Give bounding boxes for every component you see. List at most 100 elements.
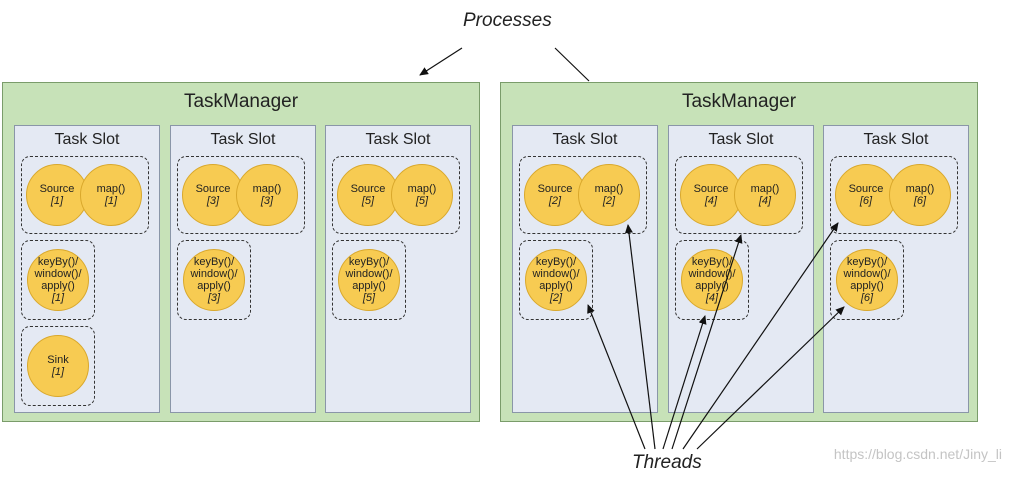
- task-slot-title: Task Slot: [365, 131, 431, 148]
- keyby-window-apply-operator-text-1: window()/: [34, 267, 82, 280]
- source-operator: Source[5]: [337, 164, 399, 226]
- source-map-chain: Source[6]map()[6]: [830, 156, 958, 234]
- keyby-window-apply-operator: keyBy()/window()/apply()[2]: [525, 249, 587, 311]
- keyby-window-apply-operator-index: [6]: [860, 292, 874, 305]
- map-operator-index: [1]: [104, 195, 118, 207]
- keyby-window-apply-group: keyBy()/window()/apply()[6]: [830, 240, 904, 320]
- threads-arrow-map-2: [624, 224, 656, 450]
- source-operator: Source[4]: [680, 164, 742, 226]
- map-operator-index: [5]: [415, 195, 429, 207]
- task-slot-title: Task Slot: [54, 131, 120, 148]
- keyby-window-apply-operator-text-2: apply(): [352, 280, 386, 292]
- keyby-window-apply-group: keyBy()/window()/apply()[1]: [21, 240, 95, 320]
- source-map-chain: Source[2]map()[2]: [519, 156, 647, 234]
- taskmanager-title: TaskManager: [681, 91, 797, 112]
- map-operator: map()[3]: [236, 164, 298, 226]
- threads-arrow-keyby-6: [696, 306, 845, 450]
- keyby-window-apply-operator-index: [5]: [362, 292, 376, 305]
- sink-operator-index: [1]: [51, 366, 65, 378]
- keyby-window-apply-operator: keyBy()/window()/apply()[5]: [338, 249, 400, 311]
- source-operator-index: [1]: [50, 195, 64, 207]
- processes-label: Processes: [463, 10, 552, 31]
- keyby-window-apply-operator-text-0: keyBy()/: [348, 255, 390, 268]
- keyby-window-apply-operator: keyBy()/window()/apply()[3]: [183, 249, 245, 311]
- map-operator-index: [4]: [758, 195, 772, 207]
- source-map-chain: Source[4]map()[4]: [675, 156, 803, 234]
- keyby-window-apply-operator-text-2: apply(): [41, 280, 75, 292]
- keyby-window-apply-operator-text-0: keyBy()/: [846, 255, 888, 268]
- keyby-window-apply-operator-text-2: apply(): [539, 280, 573, 292]
- map-operator-text-0: map(): [407, 182, 437, 195]
- task-slot-title: Task Slot: [210, 131, 276, 148]
- watermark: https://blog.csdn.net/Jiny_li: [833, 446, 1002, 462]
- source-operator-index: [6]: [859, 195, 873, 207]
- keyby-window-apply-operator-text-0: keyBy()/: [691, 255, 733, 268]
- keyby-window-apply-operator-text-0: keyBy()/: [535, 255, 577, 268]
- source-operator-text-0: Source: [195, 182, 231, 195]
- map-operator: map()[5]: [391, 164, 453, 226]
- map-operator: map()[6]: [889, 164, 951, 226]
- source-operator: Source[3]: [182, 164, 244, 226]
- keyby-window-apply-group: keyBy()/window()/apply()[2]: [519, 240, 593, 320]
- keyby-window-apply-operator-text-1: window()/: [532, 267, 580, 280]
- map-operator: map()[1]: [80, 164, 142, 226]
- keyby-window-apply-operator: keyBy()/window()/apply()[1]: [27, 249, 89, 311]
- sink-operator: Sink[1]: [27, 335, 89, 397]
- map-operator-text-0: map(): [750, 182, 780, 195]
- threads-arrow-map-6: [682, 222, 839, 450]
- source-map-chain: Source[3]map()[3]: [177, 156, 305, 234]
- keyby-window-apply-group: keyBy()/window()/apply()[5]: [332, 240, 406, 320]
- source-operator-text-0: Source: [848, 182, 884, 195]
- source-operator-text-0: Source: [537, 182, 573, 195]
- keyby-window-apply-operator-text-0: keyBy()/: [37, 255, 79, 268]
- sink-operator-text-0: Sink: [47, 353, 69, 366]
- map-operator-text-0: map(): [96, 182, 126, 195]
- source-operator: Source[6]: [835, 164, 897, 226]
- taskmanager-title: TaskManager: [183, 91, 299, 112]
- map-operator-text-0: map(): [594, 182, 624, 195]
- source-operator-text-0: Source: [39, 182, 75, 195]
- keyby-window-apply-operator-text-1: window()/: [688, 267, 736, 280]
- keyby-window-apply-operator-text-1: window()/: [843, 267, 891, 280]
- source-operator: Source[2]: [524, 164, 586, 226]
- task-slot-title: Task Slot: [708, 131, 774, 148]
- sink-group: Sink[1]: [21, 326, 95, 406]
- source-map-chain: Source[1]map()[1]: [21, 156, 149, 234]
- threads-arrow-keyby-2: [587, 304, 646, 450]
- task-slot-title: Task Slot: [863, 131, 929, 148]
- task-slot-title: Task Slot: [552, 131, 618, 148]
- threads-label: Threads: [632, 452, 702, 473]
- threads-arrow-map-4: [671, 234, 743, 450]
- source-operator-text-0: Source: [350, 182, 386, 195]
- keyby-window-apply-group: keyBy()/window()/apply()[3]: [177, 240, 251, 320]
- keyby-window-apply-operator-text-2: apply(): [197, 280, 231, 292]
- keyby-window-apply-operator-index: [2]: [549, 292, 563, 305]
- keyby-window-apply-operator: keyBy()/window()/apply()[6]: [836, 249, 898, 311]
- processes-arrow-right: [554, 47, 590, 82]
- map-operator-text-0: map(): [905, 182, 935, 195]
- keyby-window-apply-operator-text-1: window()/: [345, 267, 393, 280]
- keyby-window-apply-operator-text-0: keyBy()/: [193, 255, 235, 268]
- source-operator-index: [5]: [361, 195, 375, 207]
- source-map-chain: Source[5]map()[5]: [332, 156, 460, 234]
- source-operator-text-0: Source: [693, 182, 729, 195]
- keyby-window-apply-operator-index: [3]: [207, 292, 221, 305]
- processes-arrow-left: [419, 47, 463, 76]
- threads-arrow-keyby-4: [662, 315, 707, 450]
- source-operator-index: [2]: [548, 195, 562, 207]
- source-operator-index: [3]: [206, 195, 220, 207]
- map-operator: map()[4]: [734, 164, 796, 226]
- keyby-window-apply-operator-index: [4]: [705, 292, 719, 305]
- keyby-window-apply-operator-index: [1]: [51, 292, 65, 305]
- keyby-window-apply-operator-text-2: apply(): [695, 280, 729, 292]
- map-operator-index: [2]: [602, 195, 616, 207]
- map-operator-text-0: map(): [252, 182, 282, 195]
- map-operator: map()[2]: [578, 164, 640, 226]
